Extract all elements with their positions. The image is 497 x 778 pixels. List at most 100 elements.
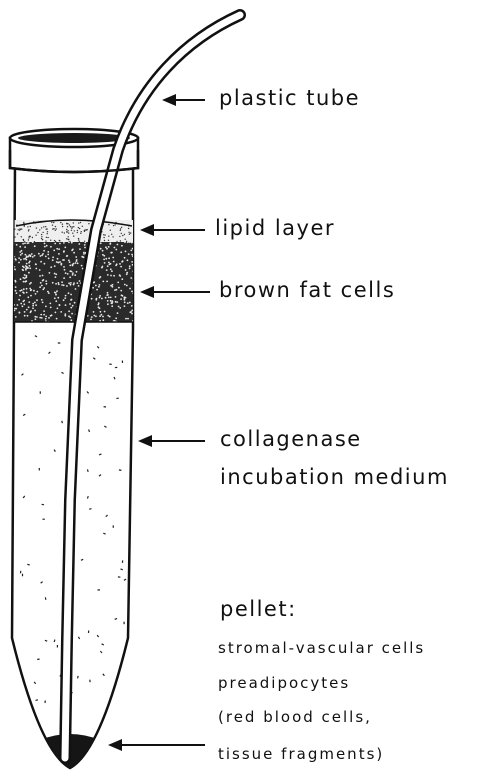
stipple-dot [121, 294, 123, 296]
stipple-dot [28, 272, 30, 274]
stipple-dot [58, 262, 60, 264]
stipple-dot [67, 230, 68, 231]
label-preadipocytes: preadipocytes [218, 674, 350, 692]
stipple-dot [51, 222, 52, 223]
stipple-dot [63, 251, 65, 253]
stipple-dot [91, 316, 93, 318]
stipple-dot [64, 247, 66, 249]
arrow-plastic-tube [162, 94, 205, 106]
stipple-dot [28, 301, 30, 303]
stipple-dot [131, 254, 133, 256]
stipple-dot [50, 266, 52, 268]
stipple-dot [110, 230, 111, 231]
stipple-dot [121, 233, 122, 234]
stipple-dot [77, 282, 79, 284]
stipple-dot [64, 232, 65, 233]
stipple-dot [52, 225, 53, 226]
stipple-dot [120, 228, 121, 229]
stipple-dot [65, 272, 67, 274]
stipple-dot [105, 297, 107, 299]
brown-fat-region [10, 242, 140, 322]
stipple-dot [83, 252, 85, 254]
stipple-dot [27, 296, 29, 298]
stipple-dot [15, 316, 17, 318]
stipple-dot [26, 292, 28, 294]
stipple-dot [104, 234, 105, 235]
stipple-dot [62, 232, 63, 233]
stipple-dot [61, 281, 63, 283]
stipple-dot [45, 240, 46, 241]
stipple-dot [55, 300, 57, 302]
label-incubation-medium: incubation medium [220, 465, 449, 489]
stipple-dot [24, 274, 26, 276]
stipple-dot [99, 297, 101, 299]
stipple-dot [127, 302, 129, 304]
stipple-dot [52, 282, 54, 284]
stipple-dot [63, 284, 65, 286]
stipple-dot [112, 257, 114, 259]
stipple-dot [29, 261, 31, 263]
stipple-dot [55, 294, 57, 296]
stipple-dot [131, 313, 133, 315]
stipple-dot [91, 298, 93, 300]
stipple-dot [42, 280, 44, 282]
stipple-dot [35, 293, 37, 295]
stipple-dot [32, 307, 34, 309]
stipple-dot [69, 276, 71, 278]
stipple-dot [27, 242, 29, 244]
stipple-dot [65, 295, 67, 297]
stipple-dot [126, 273, 128, 275]
stipple-dot [116, 289, 118, 291]
stipple-dot [55, 292, 57, 294]
stipple-dot [52, 228, 53, 229]
stipple-dot [37, 232, 38, 233]
medium-speck [37, 659, 39, 660]
stipple-dot [112, 236, 113, 237]
stipple-dot [113, 275, 115, 277]
stipple-dot [73, 252, 75, 254]
stipple-dot [25, 259, 27, 261]
stipple-dot [64, 313, 66, 315]
stipple-dot [126, 272, 128, 274]
stipple-dot [14, 280, 16, 282]
stipple-dot [81, 231, 82, 232]
stipple-dot [102, 319, 104, 321]
stipple-dot [63, 299, 65, 301]
stipple-dot [95, 285, 97, 287]
stipple-dot [111, 252, 113, 254]
stipple-dot [92, 287, 94, 289]
stipple-dot [40, 282, 42, 284]
stipple-dot [74, 302, 76, 304]
stipple-dot [93, 311, 95, 313]
stipple-dot [113, 225, 114, 226]
medium-speck [42, 504, 44, 505]
stipple-dot [121, 227, 122, 228]
medium-speck [36, 700, 39, 701]
stipple-dot [79, 228, 80, 229]
stipple-dot [111, 234, 112, 235]
stipple-dot [129, 302, 131, 304]
stipple-dot [32, 241, 34, 243]
stipple-dot [74, 230, 75, 231]
stipple-dot [55, 230, 56, 231]
stipple-dot [43, 226, 44, 227]
stipple-dot [98, 306, 100, 308]
medium-speck [121, 569, 123, 570]
medium-speck [116, 398, 118, 399]
medium-speck [119, 470, 122, 471]
stipple-dot [66, 285, 68, 287]
stipple-dot [134, 244, 136, 246]
stipple-dot [54, 265, 56, 267]
stipple-dot [48, 258, 50, 260]
stipple-dot [75, 288, 77, 290]
stipple-dot [72, 274, 74, 276]
stipple-dot [51, 314, 53, 316]
stipple-dot [56, 290, 58, 292]
stipple-dot [71, 228, 72, 229]
stipple-dot [134, 275, 136, 277]
stipple-dot [106, 248, 108, 250]
stipple-dot [36, 291, 38, 293]
stipple-dot [116, 263, 118, 265]
stipple-dot [62, 226, 63, 227]
stipple-dot [107, 315, 109, 317]
